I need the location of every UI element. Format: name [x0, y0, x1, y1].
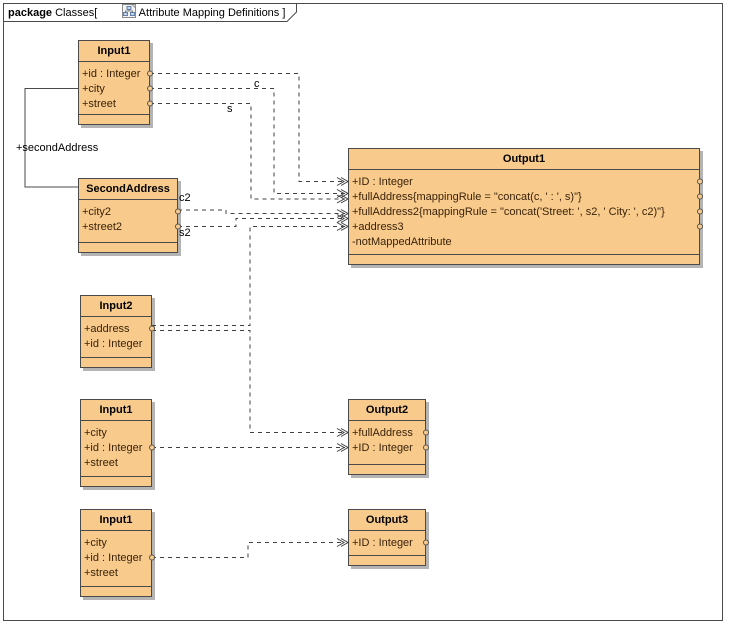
attributes-compartment: +id : Integer +city +street — [79, 62, 149, 114]
assoc-secondAddress[interactable] — [24, 88, 78, 188]
tab-close-bracket: ] — [279, 6, 286, 19]
operations-compartment — [349, 254, 699, 264]
operations-compartment — [349, 555, 425, 565]
class-node-input1-top[interactable]: Input1 +id : Integer +city +street — [78, 40, 150, 125]
operations-compartment — [79, 114, 149, 124]
package-context: Classes[ — [52, 6, 101, 19]
attributes-compartment: +ID : Integer +fullAddress{mappingRule = … — [349, 170, 699, 254]
class-attribute[interactable]: +address — [84, 323, 130, 335]
connector-label: s — [227, 103, 233, 115]
class-attribute[interactable]: +ID : Integer — [352, 537, 413, 549]
connector-label: c2 — [179, 192, 191, 204]
arrowhead-icon — [336, 538, 350, 547]
class-attribute[interactable]: +street2 — [82, 221, 123, 233]
operations-compartment — [81, 586, 151, 596]
connector-label: c — [254, 78, 260, 90]
class-node-output3[interactable]: Output3 +ID : Integer — [348, 509, 426, 566]
arrowhead-icon — [336, 189, 350, 198]
operations-compartment — [349, 464, 425, 474]
diagram-title: Attribute Mapping Definitions — [138, 6, 280, 19]
attributes-compartment: +ID : Integer — [349, 531, 425, 555]
operations-compartment — [81, 476, 151, 486]
class-title: Input1 — [81, 400, 151, 421]
class-attribute[interactable]: -notMappedAttribute — [352, 236, 452, 248]
package-keyword: package — [8, 6, 53, 19]
map-id-to-output1-ID[interactable] — [150, 73, 345, 182]
class-attribute[interactable]: +street — [84, 567, 118, 579]
arrowhead-icon — [336, 214, 350, 223]
attributes-compartment: +fullAddress +ID : Integer — [349, 421, 425, 464]
map-address-to-output2-fullAddress[interactable] — [152, 330, 345, 433]
frame-tab-label: package Classes[ Attribute Mapping Defin… — [8, 4, 285, 21]
arrowhead-icon — [336, 443, 350, 452]
class-node-output2[interactable]: Output2 +fullAddress +ID : Integer — [348, 399, 426, 475]
map-address-to-address3[interactable] — [152, 226, 345, 326]
connector-label: s2 — [179, 227, 191, 239]
class-attribute[interactable]: +fullAddress{mappingRule = "concat(c, ' … — [352, 191, 582, 203]
map-city2-to-fullAddress2[interactable] — [178, 209, 345, 214]
class-title: SecondAddress — [79, 179, 177, 200]
connector-label: +secondAddress — [16, 142, 99, 154]
arrowhead-icon — [336, 222, 350, 231]
class-node-input1-mid[interactable]: Input1 +city +id : Integer +street — [80, 399, 152, 487]
attributes-compartment: +city +id : Integer +street — [81, 531, 151, 586]
map-street2-to-fullAddress2[interactable] — [178, 218, 345, 227]
class-diagram-icon — [103, 0, 136, 33]
class-node-input1-bottom[interactable]: Input1 +city +id : Integer +street — [80, 509, 152, 597]
class-attribute[interactable]: +id : Integer — [84, 338, 143, 350]
class-title: Input2 — [81, 296, 151, 317]
arrowhead-icon — [336, 177, 350, 186]
arrowhead-icon — [336, 428, 350, 437]
class-attribute[interactable]: +city — [84, 427, 107, 439]
arrowhead-icon — [336, 209, 350, 218]
attributes-compartment: +city +id : Integer +street — [81, 421, 151, 476]
map-street-to-fullAddress[interactable] — [150, 103, 345, 200]
attributes-compartment: +city2 +street2 — [79, 200, 177, 242]
map-id-to-output3-ID[interactable] — [152, 542, 345, 558]
class-attribute[interactable]: +city — [82, 83, 105, 95]
class-attribute[interactable]: +id : Integer — [82, 68, 141, 80]
class-title: Input1 — [81, 510, 151, 531]
class-attribute[interactable]: +city2 — [82, 206, 112, 218]
class-attribute[interactable]: +address3 — [352, 221, 404, 233]
arrowhead-icon — [336, 194, 350, 204]
class-title: Input1 — [79, 41, 149, 62]
class-attribute[interactable]: +street — [82, 98, 116, 110]
class-attribute[interactable]: +city — [84, 537, 107, 549]
class-attribute[interactable]: +ID : Integer — [352, 442, 413, 454]
class-title: Output2 — [349, 400, 425, 421]
class-attribute[interactable]: +id : Integer — [84, 552, 143, 564]
attributes-compartment: +address +id : Integer — [81, 317, 151, 357]
class-attribute[interactable]: +id : Integer — [84, 442, 143, 454]
class-title: Output1 — [349, 149, 699, 170]
class-node-output1[interactable]: Output1 +ID : Integer +fullAddress{mapping… — [348, 148, 700, 265]
class-attribute[interactable]: +fullAddress2{mappingRule = "concat('Str… — [352, 206, 665, 218]
operations-compartment — [81, 357, 151, 367]
class-title: Output3 — [349, 510, 425, 531]
map-city-to-fullAddress[interactable] — [150, 88, 345, 194]
class-node-secondaddress[interactable]: SecondAddress +city2 +street2 — [78, 178, 178, 253]
class-attribute[interactable]: +fullAddress — [352, 427, 413, 439]
operations-compartment — [79, 242, 177, 252]
class-attribute[interactable]: +ID : Integer — [352, 176, 413, 188]
class-node-input2[interactable]: Input2 +address +id : Integer — [80, 295, 152, 368]
class-attribute[interactable]: +street — [84, 457, 118, 469]
